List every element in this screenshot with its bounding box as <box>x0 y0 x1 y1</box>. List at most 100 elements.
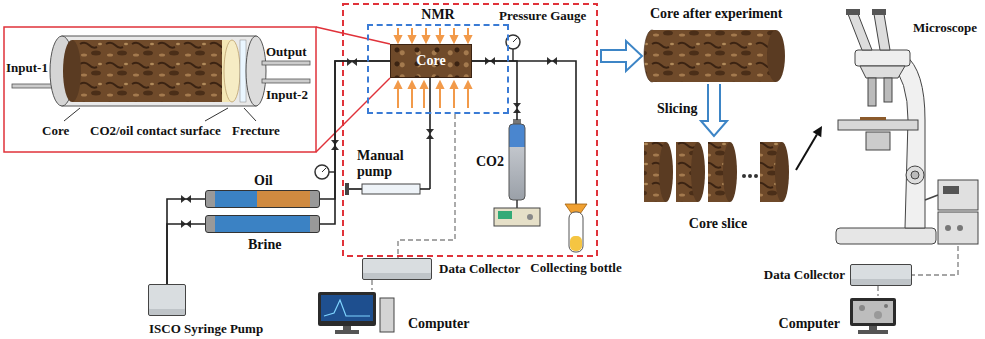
nmr-field-arrow <box>411 87 413 108</box>
microscope-drawing <box>846 9 860 15</box>
microscope: Microscope <box>822 6 980 246</box>
core-cylinder <box>644 30 785 82</box>
core-holder-drawing <box>262 61 310 65</box>
pipe-connector <box>167 199 205 284</box>
inset-frame <box>4 27 316 152</box>
core-holder-drawing <box>224 40 240 102</box>
inset-label: Output <box>266 44 306 60</box>
nmr-field-arrow <box>451 36 457 42</box>
pipe-connector <box>796 126 822 170</box>
pipe-connector <box>472 61 517 120</box>
computer-monitor <box>318 292 376 326</box>
core-holder-drawing <box>262 79 310 83</box>
pipe-line <box>472 61 576 200</box>
gauge-symbol <box>322 168 326 172</box>
equipment-label: Collecting bottle <box>530 260 621 276</box>
syringe-pump <box>429 148 431 189</box>
apparatus-region <box>343 4 597 256</box>
computer-monitor <box>884 304 888 308</box>
pipe-connector <box>912 246 958 275</box>
nmr-field-arrow <box>465 36 471 42</box>
inset-label: Frecture <box>232 123 280 139</box>
equipment-label: Core after experiment <box>650 6 782 22</box>
syringe-pump <box>349 188 362 190</box>
equipment-label: Data Collector <box>764 267 845 283</box>
gauge-symbol <box>315 35 520 179</box>
equipment-label: Manual pump <box>357 148 415 180</box>
equipment-label: Oil <box>254 173 273 189</box>
pipe-line <box>472 61 517 120</box>
transfer-arrow <box>601 41 642 71</box>
nmr-field-arrow <box>439 87 441 108</box>
edge-label: Slicing <box>655 101 699 117</box>
computer: Computer <box>846 296 906 334</box>
pipe-line <box>398 114 455 258</box>
nmr-field-arrow <box>409 36 415 42</box>
co2-cylinder <box>527 214 533 220</box>
nmr-region: NMRCore <box>367 24 509 114</box>
brine-cylinder: Brine <box>205 215 320 233</box>
nmr-field-arrow <box>467 87 469 108</box>
zoom-line <box>316 78 390 152</box>
microscope-drawing <box>925 195 938 200</box>
computer-monitor <box>850 298 896 326</box>
syringe-pump <box>420 188 430 190</box>
pipe-connector <box>878 286 879 296</box>
data-collector: Data Collector <box>362 258 432 280</box>
oil-cylinder: Oil <box>205 190 320 208</box>
pipe-line <box>371 280 372 290</box>
nmr-field-arrow <box>423 87 425 108</box>
computer-monitor <box>321 295 373 321</box>
core-slice-drawing <box>723 142 737 202</box>
data-collector: Data Collector <box>850 264 912 286</box>
apparatus-region <box>343 4 597 256</box>
microscope-drawing <box>872 9 886 15</box>
gauge-symbol <box>329 171 335 173</box>
co2-cylinder <box>516 200 518 208</box>
leader-line <box>205 108 228 121</box>
collecting-tube <box>570 236 582 251</box>
equipment-label: Computer <box>779 316 840 332</box>
inset-frame <box>4 27 316 152</box>
pipe-line <box>320 61 390 224</box>
core-slice-drawing <box>644 142 789 202</box>
nmr-field-arrow <box>437 82 443 88</box>
co2-cylinder <box>494 208 540 226</box>
computer-monitor <box>859 305 865 311</box>
equipment-label: Core <box>416 53 445 69</box>
core-holder-drawing <box>246 36 266 106</box>
arrow-head <box>813 126 822 137</box>
microscope-drawing <box>874 14 890 50</box>
zoom-line <box>316 27 390 152</box>
nmr-field-arrow <box>451 82 457 88</box>
core-sample: Core <box>390 44 472 78</box>
core-holder-drawing <box>240 40 246 102</box>
pipe-line <box>877 286 878 296</box>
microscope-drawing <box>938 180 978 210</box>
pipe-line <box>167 199 205 284</box>
core-holder-drawing <box>12 36 310 106</box>
equipment-label: Brine <box>248 237 281 253</box>
equipment-label: CO2 <box>476 154 504 170</box>
inset-label: Input-2 <box>266 87 308 103</box>
syringe-pump <box>345 183 349 195</box>
pipe-connector <box>320 61 390 224</box>
nmr-field-arrow <box>423 36 429 42</box>
computer-monitor <box>874 311 882 319</box>
computer-monitor <box>869 326 877 330</box>
nmr-field-arrow <box>395 82 401 88</box>
inset-label: Input-1 <box>6 60 48 76</box>
process-arrow <box>701 84 727 136</box>
microscope-drawing <box>836 9 978 244</box>
microscope-drawing <box>938 212 978 244</box>
pipe-connector <box>372 280 373 290</box>
equipment-label: Core slice <box>689 216 747 232</box>
arrow-shaft <box>709 84 719 123</box>
microscope-drawing <box>890 55 925 228</box>
equipment-label: ISCO Syringe Pump <box>149 321 263 337</box>
pipe-connector <box>167 224 205 284</box>
core-holder-drawing <box>63 40 81 102</box>
syringe-pump <box>345 148 430 195</box>
core-cylinder <box>767 30 785 82</box>
